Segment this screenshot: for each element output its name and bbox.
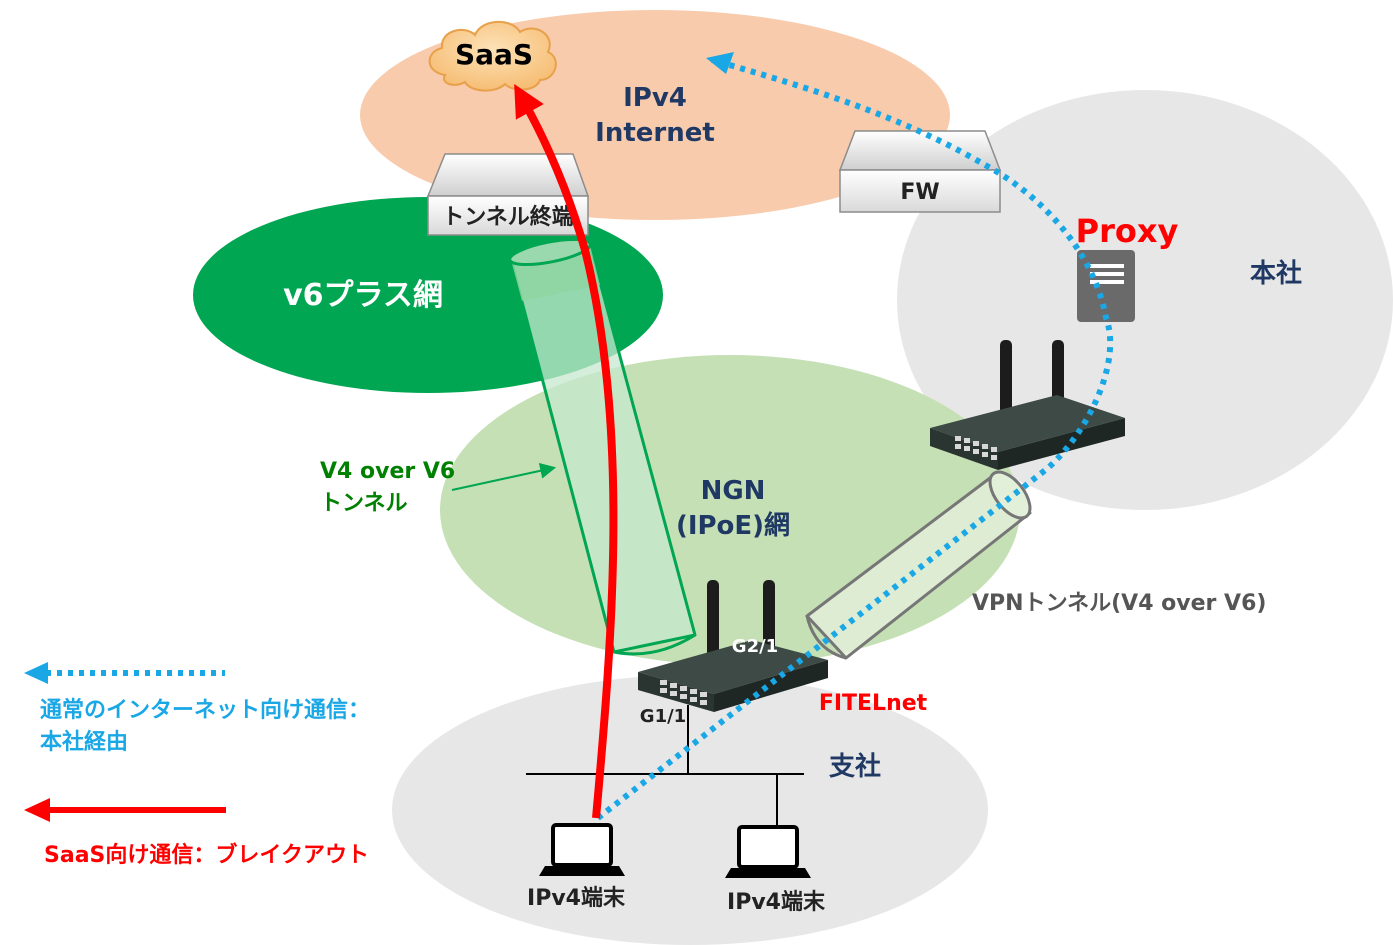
terminal-1-label: IPv4端末 <box>527 886 626 911</box>
arrow-icon <box>706 52 734 74</box>
saas-breakout-path <box>514 84 618 819</box>
tunnel-termination-label: トンネル終端 <box>442 204 574 230</box>
v4-over-v6-label-line2: トンネル <box>320 491 408 516</box>
box-icon <box>426 153 590 236</box>
legend: 通常のインターネット向け通信： 本社経由 SaaS向け通信：ブレイクアウト <box>24 662 370 868</box>
branch-lan <box>526 705 804 826</box>
ipv4-internet-label-line1: IPv4 <box>623 83 687 113</box>
v4-over-v6-tunnel <box>508 237 697 656</box>
fitelnet-label: FITELnet <box>819 691 928 716</box>
ngn-label-line1: NGN <box>701 476 766 506</box>
legend-normal-label-line2: 本社経由 <box>40 729 128 755</box>
terminal-2-label: IPv4端末 <box>727 890 826 915</box>
v6plus-label: v6プラス網 <box>283 278 443 313</box>
arrow-icon <box>451 462 557 491</box>
cloud-icon: SaaS <box>428 20 557 92</box>
arrow-icon <box>24 662 48 684</box>
v4-over-v6-label-line1: V4 over V6 <box>320 459 455 484</box>
headquarters-label: 本社 <box>1250 258 1302 289</box>
g2-1-label: G2/1 <box>732 636 778 657</box>
legend-breakout-label: SaaS向け通信：ブレイクアウト <box>44 842 369 868</box>
arrow-icon <box>24 798 50 822</box>
vpn-tunnel-label: VPNトンネル(V4 over V6) <box>972 591 1266 616</box>
ngn-label-line2: (IPoE)網 <box>676 510 790 541</box>
router-icon <box>638 580 828 712</box>
branch-label: 支社 <box>829 751 881 782</box>
proxy-label: Proxy <box>1076 212 1179 250</box>
router-icon <box>930 340 1125 470</box>
g1-1-label: G1/1 <box>640 706 686 727</box>
legend-normal-label-line1: 通常のインターネット向け通信： <box>40 697 370 723</box>
ngn-zone <box>440 355 1020 665</box>
laptop-icon <box>539 823 625 876</box>
laptop-icon <box>725 825 811 878</box>
normal-internet-path <box>596 57 1114 821</box>
ipv4-internet-label-line2: Internet <box>595 118 715 148</box>
branch-zone <box>392 675 988 945</box>
server-icon <box>1077 250 1135 322</box>
saas-label: SaaS <box>455 38 533 71</box>
box-icon <box>838 130 1002 213</box>
fw-label: FW <box>900 180 939 205</box>
